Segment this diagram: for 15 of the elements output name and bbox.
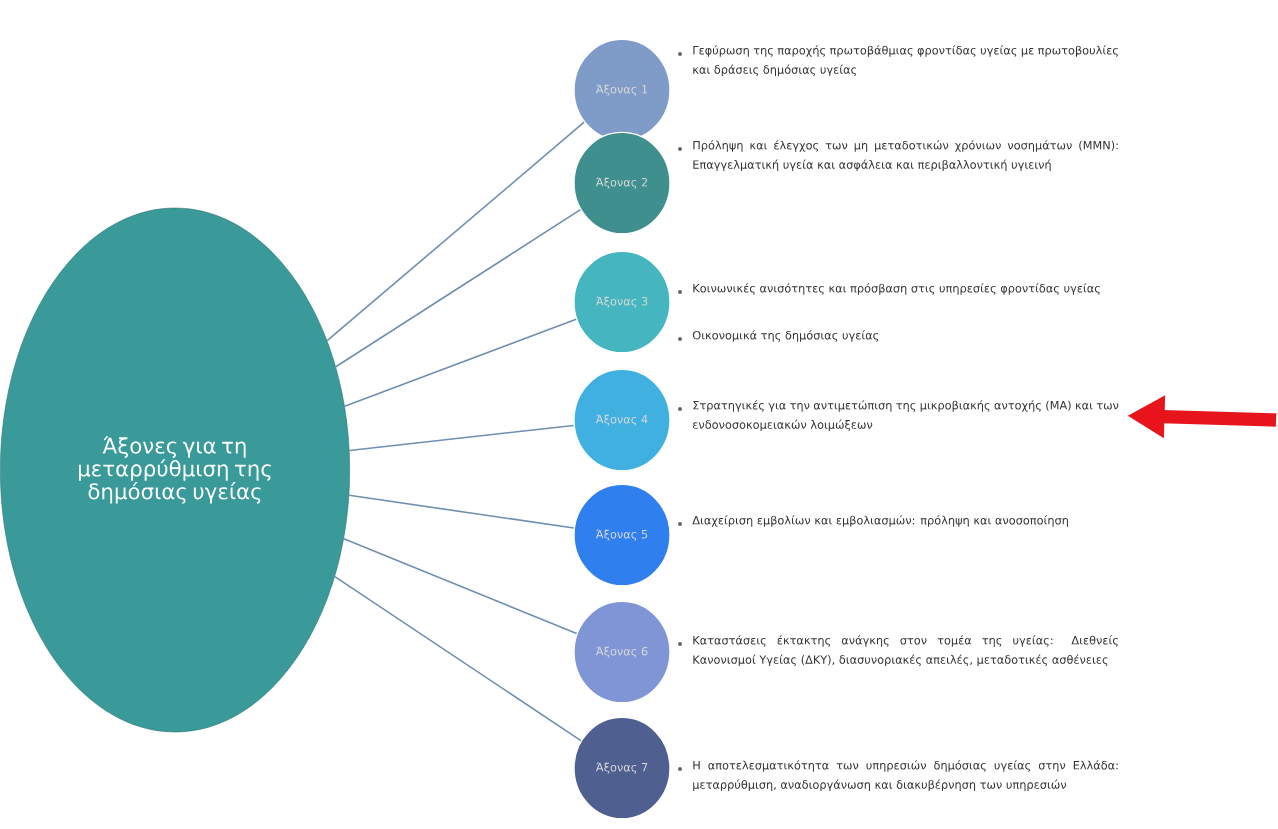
axis-description: Καταστάσεις έκτακτης ανάγκης στον τομέα της υγείας: Διεθνείς Κανονισμοί Υγείας (ΔΚΥ), διασυνοριακές απειλές, μεταδοτικές ασθένειες — [693, 635, 1118, 667]
axis-description: Στρατηγικές για την αντιμετώπιση της μικροβιακής αντοχής (ΜΑ) και των ενδονοσοκομειακών λοιμώξεων — [693, 400, 1119, 432]
connector-line — [348, 424, 575, 452]
connector-line — [335, 208, 582, 368]
connector-line — [348, 494, 575, 529]
axis-description: Οικονομικά της δημόσιας υγείας — [692, 330, 879, 342]
connector-line — [326, 121, 585, 342]
axis-description: Κοινωνικές ανισότητες και πρόσβαση στις υπηρεσίες φροντίδας υγείας — [693, 283, 1100, 295]
axis-description: Πρόληψη και έλεγχος των μη μεταδοτικών χρόνιων νοσημάτων (ΜΜΝ): Επαγγελματική υγεία και ασφάλεια και περιβαλλοντική υγιεινή — [693, 140, 1118, 172]
connector-line — [343, 537, 578, 635]
connector-line — [334, 575, 582, 742]
axis-description: Γεφύρωση της παροχής πρωτοβάθμιας φροντίδας υγείας με πρωτοβουλίες και δράσεις δημόσιας υγείας — [693, 45, 1118, 77]
axis-description: Η αποτελεσματικότητα των υπηρεσιών δημόσιας υγείας στην Ελλάδα: μεταρρύθμιση, αναδιοργάνωση και διακυβέρνηση των υπηρεσιών — [693, 760, 1118, 792]
axis-description: Διαχείριση εμβολίων και εμβολιασμών: πρόληψη και ανοσοποίηση — [692, 515, 1068, 527]
connector-line — [343, 318, 577, 408]
